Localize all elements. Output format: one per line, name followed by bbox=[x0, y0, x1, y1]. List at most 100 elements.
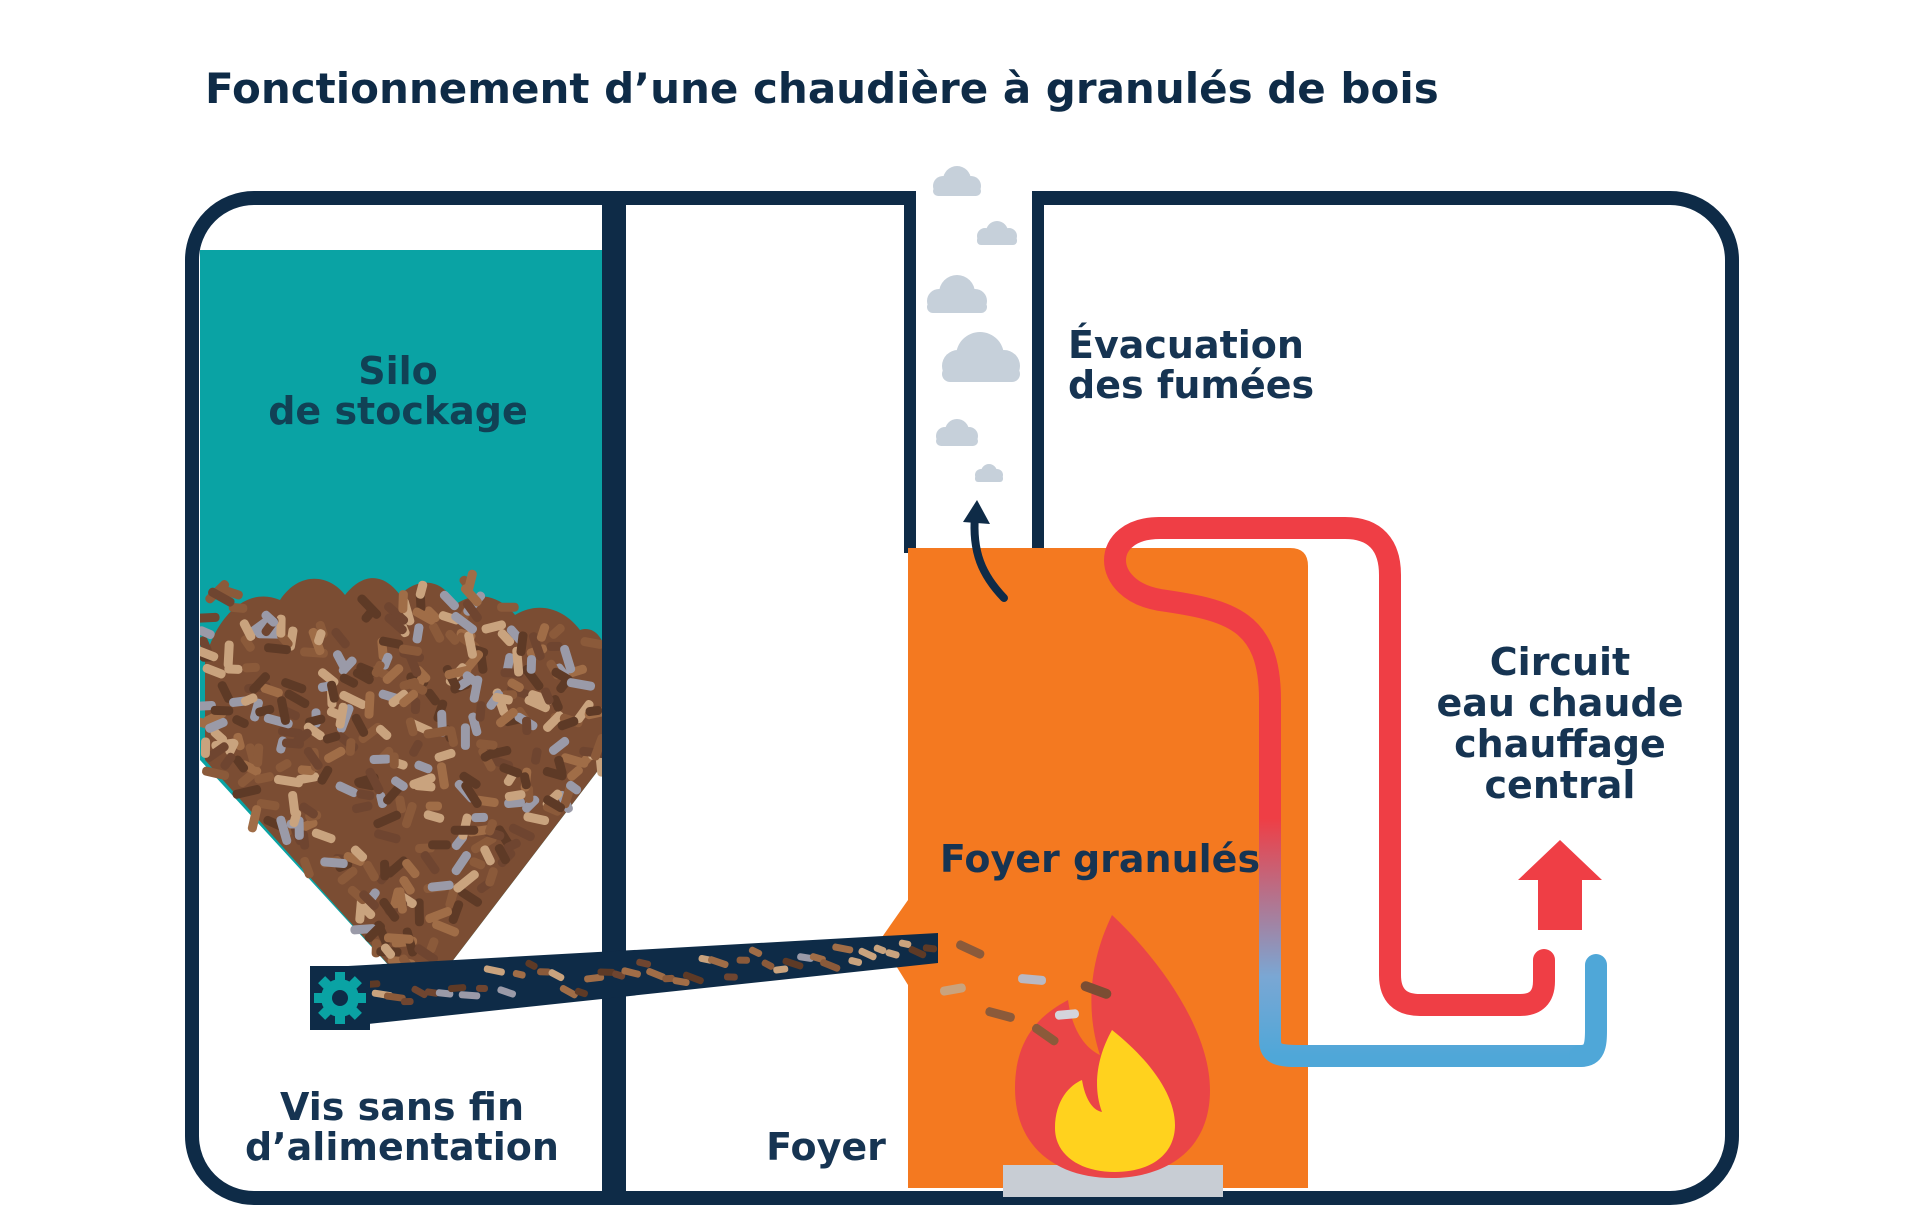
pellet bbox=[523, 812, 550, 826]
pellet bbox=[399, 875, 415, 895]
label-circuit-line3: chauffage bbox=[1454, 722, 1666, 766]
pellet bbox=[428, 840, 451, 850]
pellet bbox=[621, 967, 641, 978]
pellet bbox=[922, 944, 938, 953]
hot-water-pipe bbox=[1104, 517, 1591, 1067]
pellet bbox=[908, 946, 927, 959]
pellet bbox=[210, 728, 228, 744]
pellet bbox=[326, 680, 339, 703]
pellet bbox=[228, 602, 248, 613]
pellet bbox=[524, 695, 550, 713]
pellet bbox=[444, 665, 472, 680]
pellet bbox=[208, 587, 235, 607]
chimney-wall-left bbox=[904, 198, 916, 553]
falling-pellets bbox=[939, 940, 1112, 1046]
label-silo-line2: de stockage bbox=[268, 389, 528, 433]
boiler-body bbox=[880, 548, 1308, 1188]
pellet bbox=[223, 640, 234, 669]
pellet bbox=[436, 762, 449, 790]
pellet bbox=[567, 765, 583, 781]
label-evacuation-line1: Évacuation bbox=[1068, 323, 1304, 367]
pellet bbox=[277, 696, 290, 725]
pellet bbox=[560, 753, 589, 768]
pellet bbox=[380, 943, 396, 959]
pellet bbox=[256, 799, 280, 811]
pellet bbox=[858, 947, 877, 961]
pellet bbox=[423, 726, 453, 739]
pellet bbox=[451, 851, 471, 876]
pellet bbox=[240, 635, 255, 652]
pellet bbox=[525, 959, 538, 970]
chimney-wall-right bbox=[1032, 198, 1044, 553]
pellet bbox=[565, 780, 582, 795]
pellet bbox=[395, 795, 407, 814]
pellet bbox=[375, 724, 392, 740]
pellet bbox=[379, 897, 400, 922]
pellet bbox=[848, 957, 863, 966]
pellet bbox=[390, 776, 408, 791]
pellet bbox=[276, 614, 286, 638]
hot-water-pipe-outer bbox=[1149, 517, 1555, 1016]
pellet bbox=[484, 746, 512, 760]
pellet bbox=[773, 965, 789, 974]
pellet bbox=[508, 823, 535, 842]
pellet bbox=[365, 767, 384, 795]
pellet bbox=[761, 959, 775, 970]
pellet bbox=[425, 801, 442, 811]
pellet bbox=[324, 746, 346, 763]
pellet bbox=[499, 763, 523, 778]
pellet bbox=[352, 801, 373, 814]
pellet bbox=[434, 748, 456, 762]
pellet bbox=[288, 790, 300, 817]
pellet bbox=[249, 672, 271, 694]
pellet bbox=[401, 801, 417, 829]
pellet bbox=[384, 602, 409, 625]
label-circuit-line4: central bbox=[1485, 763, 1636, 807]
pellet bbox=[383, 933, 414, 944]
pellet bbox=[378, 636, 404, 649]
pellet-texture bbox=[200, 569, 606, 984]
cold-water-pipe-return bbox=[1569, 954, 1607, 1067]
pellet bbox=[536, 623, 550, 642]
pellet bbox=[507, 678, 524, 692]
pellet bbox=[424, 688, 440, 706]
pellet bbox=[374, 829, 401, 844]
pellet bbox=[494, 843, 510, 865]
pellet bbox=[402, 858, 420, 879]
label-foyer: Foyer bbox=[766, 1125, 886, 1169]
pellet bbox=[557, 716, 579, 731]
pellet bbox=[239, 619, 256, 641]
pellet bbox=[426, 937, 439, 954]
pellet bbox=[797, 953, 814, 962]
pellet bbox=[297, 765, 316, 776]
label-circuit-line1: Circuit bbox=[1490, 640, 1630, 684]
pellet bbox=[384, 613, 407, 635]
pellet bbox=[485, 867, 498, 887]
pellet bbox=[332, 650, 349, 672]
pellet bbox=[636, 958, 652, 968]
pellet bbox=[299, 802, 318, 819]
pellet bbox=[412, 623, 424, 644]
pellet bbox=[682, 971, 704, 985]
pellet bbox=[453, 870, 479, 893]
pellet bbox=[217, 681, 234, 703]
pellet bbox=[414, 898, 424, 927]
pellet bbox=[409, 739, 423, 757]
pellet bbox=[363, 860, 379, 882]
pellet bbox=[546, 641, 563, 651]
pellet bbox=[520, 772, 531, 790]
pellet bbox=[460, 584, 482, 607]
pellet bbox=[480, 845, 495, 866]
pellet bbox=[448, 900, 464, 925]
pellet bbox=[371, 660, 385, 678]
pellet bbox=[204, 742, 229, 762]
pellet bbox=[497, 629, 515, 647]
pellet bbox=[350, 845, 368, 862]
pellet bbox=[382, 664, 404, 684]
pellet bbox=[413, 781, 436, 792]
pellet bbox=[460, 723, 470, 750]
pellet bbox=[492, 692, 513, 705]
pellet bbox=[200, 700, 216, 711]
pellet bbox=[240, 693, 258, 706]
